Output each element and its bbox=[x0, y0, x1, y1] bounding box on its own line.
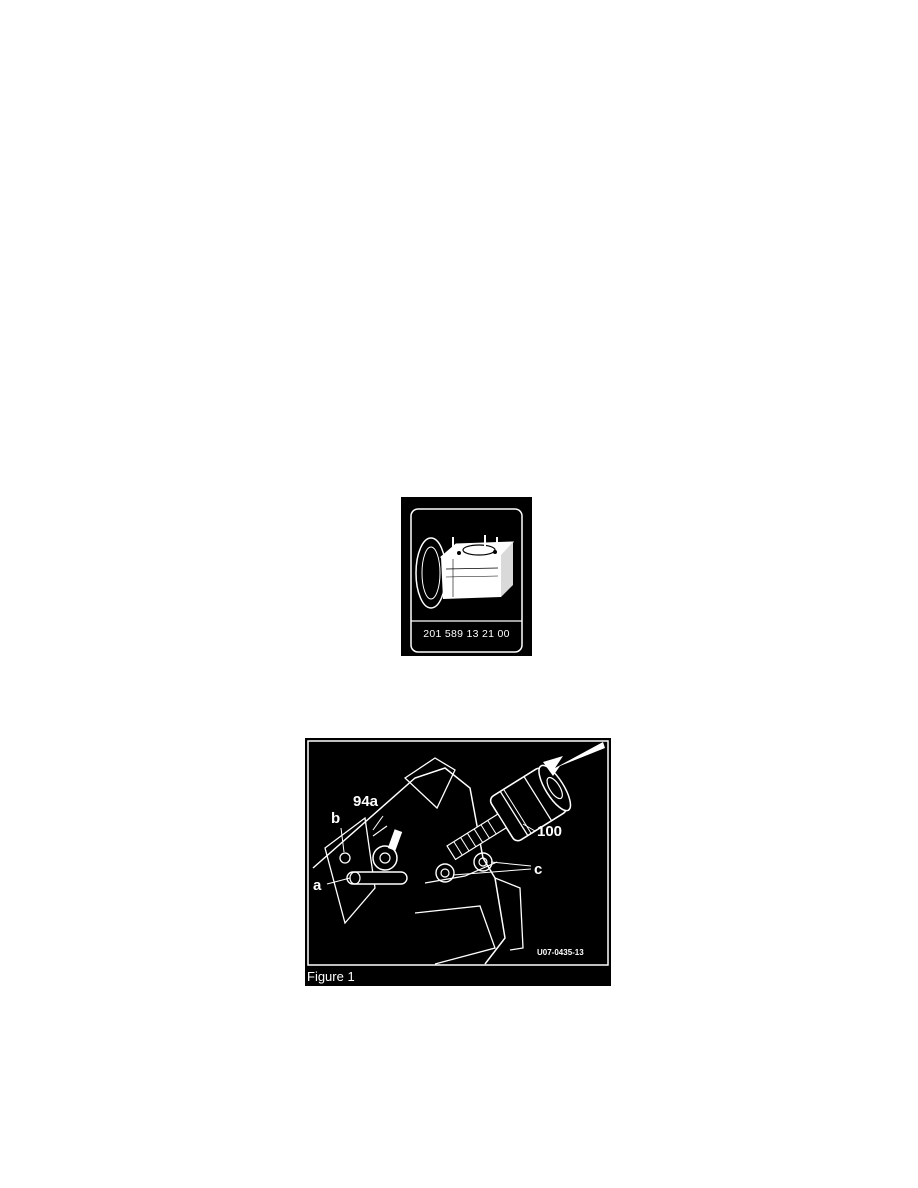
figure-1-drawing bbox=[307, 740, 609, 966]
callout-100: 100 bbox=[537, 823, 563, 840]
special-tool-figure: 201 589 13 21 00 bbox=[401, 497, 532, 656]
tool-part-number: 201 589 13 21 00 bbox=[423, 628, 510, 640]
caption-bar bbox=[305, 967, 611, 986]
figure-1: 94a b a 100 c U07-0435-13 Figure 1 bbox=[305, 738, 611, 986]
special-tool-drawing bbox=[410, 508, 523, 653]
callout-94a: 94a bbox=[353, 793, 379, 810]
drawing-code: U07-0435-13 bbox=[537, 948, 584, 957]
figure-caption: Figure 1 bbox=[307, 969, 355, 984]
callout-a: a bbox=[313, 877, 322, 894]
callout-c: c bbox=[534, 861, 543, 878]
callout-b: b bbox=[331, 810, 341, 827]
